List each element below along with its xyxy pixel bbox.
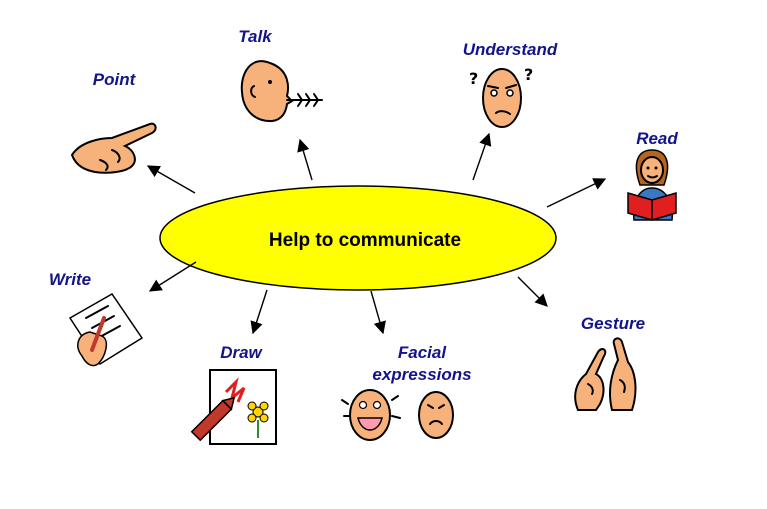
label-facial-line1: Facial bbox=[398, 343, 447, 362]
label-draw: Draw bbox=[220, 343, 263, 362]
gesturing-hands-icon bbox=[574, 337, 637, 411]
label-gesture: Gesture bbox=[581, 314, 645, 333]
talking-face-icon bbox=[240, 60, 323, 123]
svg-text:?: ? bbox=[469, 69, 478, 88]
label-point: Point bbox=[93, 70, 137, 89]
person-reading-icon bbox=[627, 149, 677, 221]
arrow-to-write bbox=[148, 261, 197, 292]
label-write: Write bbox=[49, 270, 91, 289]
arrow-to-talk bbox=[297, 138, 313, 181]
label-facial-line2: expressions bbox=[372, 365, 471, 384]
arrow-to-read bbox=[546, 178, 607, 208]
label-talk: Talk bbox=[238, 27, 273, 46]
center-label: Help to communicate bbox=[269, 230, 461, 251]
arrow-to-facial bbox=[370, 290, 386, 335]
arrow-to-understand bbox=[472, 132, 492, 181]
label-read: Read bbox=[636, 129, 678, 148]
crayon-drawing-icon bbox=[190, 369, 277, 445]
label-understand: Understand bbox=[463, 40, 558, 59]
arrow-to-draw bbox=[250, 289, 268, 335]
arrow-to-gesture bbox=[517, 276, 548, 307]
svg-text:?: ? bbox=[524, 65, 533, 84]
happy-sad-faces-icon bbox=[341, 389, 454, 441]
arrow-to-point bbox=[146, 165, 196, 194]
center-ellipse bbox=[159, 185, 557, 291]
confused-face-icon: ? ? bbox=[469, 65, 533, 128]
hand-writing-icon bbox=[68, 293, 144, 367]
pointing-hand-icon bbox=[70, 122, 157, 174]
